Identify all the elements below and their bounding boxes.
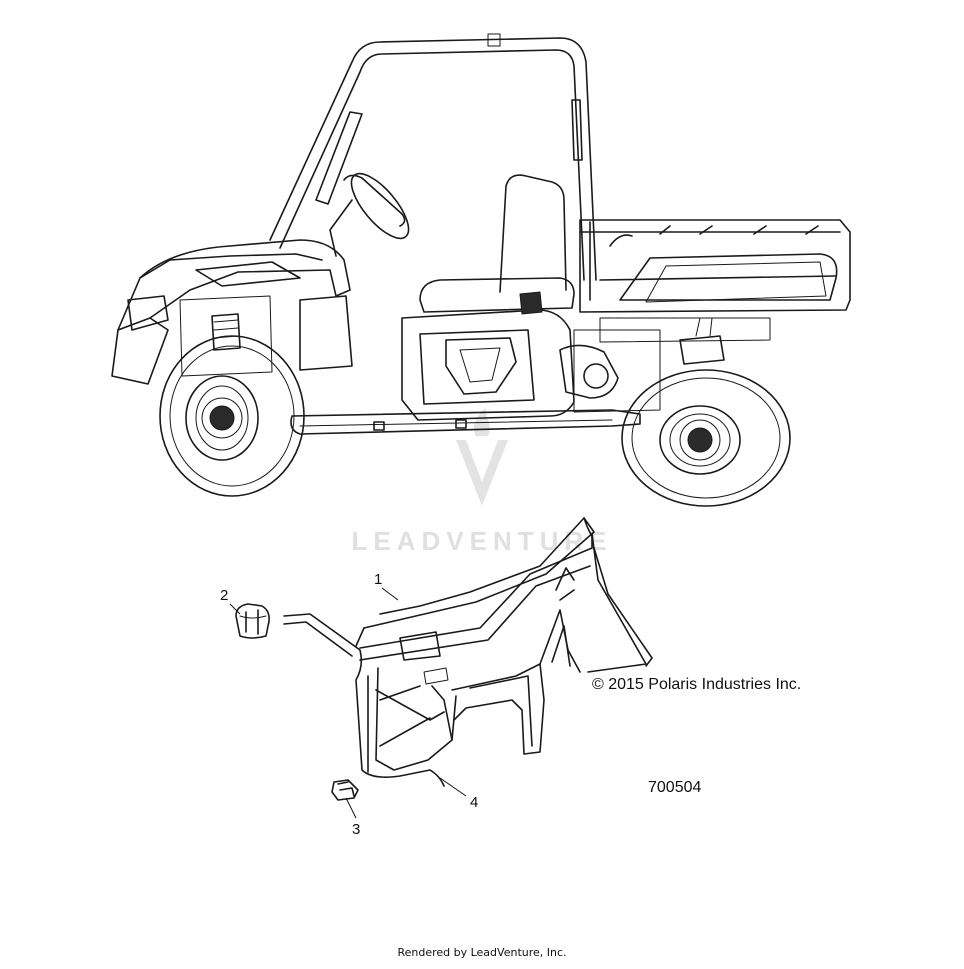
callout-3: 3	[345, 797, 360, 838]
callout-1: 1	[374, 571, 399, 601]
seat	[419, 174, 575, 313]
callout-4: 4	[439, 777, 478, 811]
steering-wheel	[329, 172, 410, 257]
leader-line-2	[229, 603, 241, 615]
door-frame-part-1	[283, 517, 653, 787]
door-latch-part-2	[235, 603, 270, 639]
leader-line-4	[439, 777, 467, 797]
callout-label-4: 4	[470, 794, 478, 811]
frame-rail	[290, 409, 641, 435]
diagram-number: 700504	[648, 779, 702, 796]
cargo-bed	[579, 219, 851, 343]
callout-label-1: 1	[374, 571, 382, 588]
leader-line-1	[381, 587, 399, 601]
roll-cage	[269, 33, 597, 281]
rear-wheel	[621, 369, 791, 507]
footer-rendered-by: Rendered by LeadVenture, Inc.	[397, 946, 567, 959]
vehicle-illustration	[111, 33, 851, 507]
callout-label-3: 3	[352, 821, 360, 838]
callout-2: 2	[220, 587, 241, 615]
front-wheel	[159, 335, 305, 497]
watermark-text: LEADVENTURE	[351, 526, 612, 556]
leader-line-3	[345, 797, 357, 819]
callout-label-2: 2	[220, 587, 228, 604]
drivetrain	[559, 317, 725, 413]
copyright-notice: © 2015 Polaris Industries Inc.	[592, 676, 802, 693]
front-body	[111, 239, 353, 385]
door-bumper-part-3	[331, 779, 359, 801]
